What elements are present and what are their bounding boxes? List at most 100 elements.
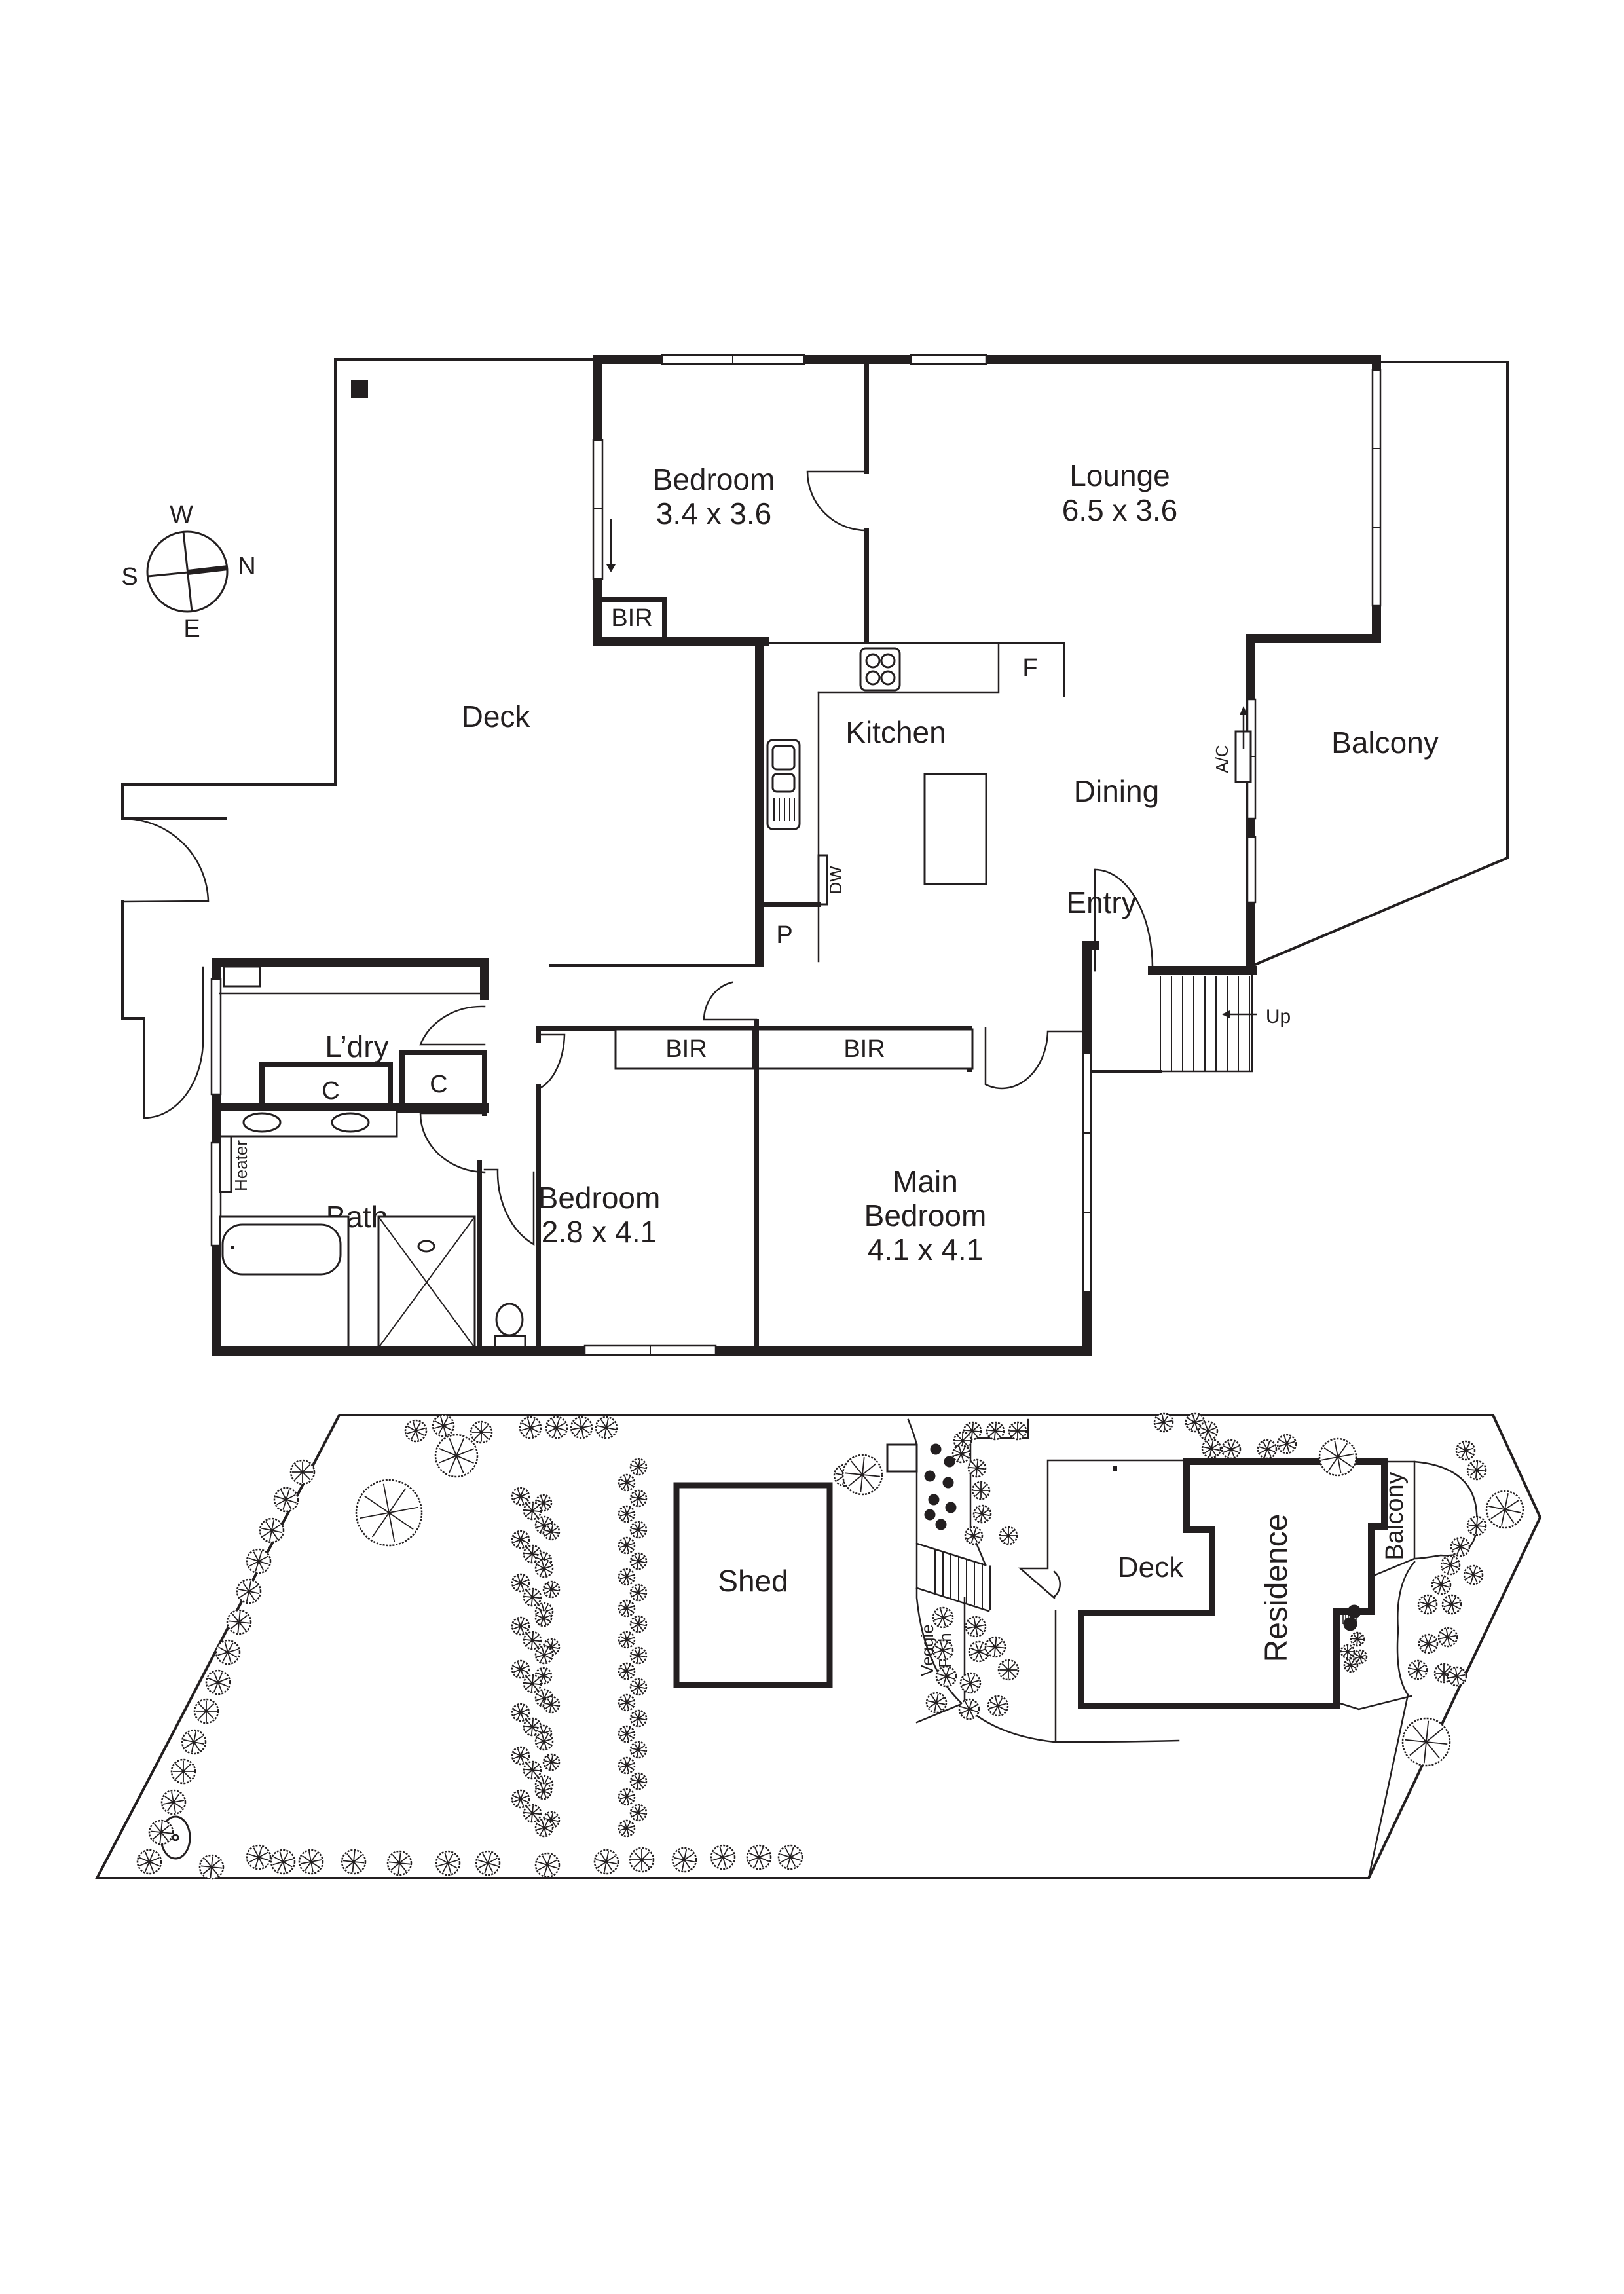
deck-to-house-edge (549, 640, 761, 967)
toilet (495, 1303, 524, 1337)
tree-icon (1431, 1574, 1452, 1595)
sink-drainer (773, 798, 795, 821)
stair-path-bottom (915, 1587, 990, 1612)
kitchen-bench-top (817, 642, 1000, 694)
tree-icon (1340, 1644, 1356, 1659)
stairs-up-indicator: Up (1222, 1006, 1291, 1027)
balcony-outline (1250, 361, 1509, 968)
tree-icon (534, 1559, 554, 1578)
hall-door-swing (703, 981, 758, 1021)
tree-icon (1343, 1657, 1359, 1673)
tree-icon (1008, 1421, 1027, 1441)
tree-icon (160, 1789, 187, 1815)
dining-label: Dining (1074, 774, 1159, 808)
deck-outline (121, 358, 599, 820)
burner (865, 653, 881, 669)
main-bedroom-label-2: Bedroom (864, 1198, 987, 1232)
tree-icon (542, 1695, 561, 1714)
tree-icon (534, 1731, 554, 1751)
tree-icon (618, 1725, 636, 1743)
tree-icon (629, 1552, 648, 1570)
shed (673, 1482, 833, 1688)
tree-icon (1441, 1594, 1462, 1615)
shower-diagonal (378, 1216, 475, 1348)
shrub-icon (924, 1509, 936, 1521)
tree-icon (1450, 1536, 1471, 1557)
tree-icon (997, 1659, 1020, 1681)
cupboard-1-label: C (322, 1077, 339, 1105)
tree-icon (523, 1674, 542, 1693)
compass-south-label: S (121, 563, 138, 591)
tree-icon (1153, 1412, 1174, 1433)
tree-icon (534, 1609, 553, 1627)
sink-bowl (771, 773, 796, 793)
compass-west-label: W (170, 501, 193, 528)
stair-treads (1160, 976, 1250, 1071)
laundry-window (210, 978, 222, 1096)
tree-icon (746, 1844, 772, 1870)
deck-post-marker (351, 380, 368, 398)
lounge-label: Lounge (1069, 458, 1170, 492)
compass-east-label: E (183, 615, 200, 642)
site-deck-post (1113, 1466, 1117, 1471)
bir-bedroom-2 (614, 1028, 754, 1070)
shrub-icon (942, 1477, 954, 1489)
tree-icon (434, 1434, 479, 1478)
tree-icon (181, 1729, 207, 1755)
tree-icon (246, 1548, 272, 1574)
shrub-icon (1343, 1617, 1357, 1631)
tree-icon (432, 1414, 455, 1437)
shrub-icon (945, 1502, 957, 1513)
laundry-tub (223, 965, 261, 988)
tree-icon (519, 1416, 542, 1439)
bir-top-label: BIR (611, 604, 652, 632)
lounge-east-window (1371, 369, 1382, 607)
heater-label: Heater (231, 1140, 251, 1191)
tree-icon (1407, 1659, 1428, 1680)
tree-icon (629, 1804, 648, 1822)
cupboard-1-walls (259, 1062, 393, 1108)
bathtub-basin (221, 1223, 342, 1276)
tree-icon (298, 1849, 324, 1875)
compass-north-needle (187, 565, 229, 575)
tree-icon (618, 1599, 636, 1618)
deck-step-door-swing (143, 966, 204, 1119)
tree-icon (999, 1526, 1018, 1545)
tree-icon (523, 1631, 542, 1650)
tree-icon (710, 1844, 736, 1870)
tree-icon (618, 1473, 636, 1492)
tree-icon (136, 1849, 162, 1875)
property-boundary (94, 1414, 1542, 1879)
tree-icon (1466, 1460, 1487, 1481)
tree-icon (511, 1616, 530, 1636)
bir-main-bedroom (755, 1028, 974, 1070)
burner (880, 653, 896, 669)
bedroom-2-door-swing (537, 1033, 566, 1090)
tree-icon (511, 1703, 530, 1722)
bir-bedroom-2-label: BIR (665, 1035, 707, 1063)
tree-icon (534, 1818, 554, 1838)
basin (331, 1112, 370, 1133)
tree-icon (534, 1782, 553, 1800)
tree-icon (618, 1505, 636, 1523)
tree-icon (1440, 1555, 1461, 1576)
tree-icon (618, 1788, 636, 1806)
tree-icon (270, 1849, 296, 1875)
tree-icon (1276, 1434, 1297, 1454)
deck-door-swing (121, 817, 210, 903)
tree-icon (629, 1458, 648, 1476)
aircon-label: A/C (1212, 745, 1232, 773)
laundry-north-wall (212, 958, 489, 1000)
shrub-icon (944, 1456, 955, 1468)
tree-icon (542, 1523, 561, 1541)
tree-icon (386, 1850, 413, 1876)
tree-icon (1352, 1649, 1368, 1665)
tree-icon (198, 1854, 225, 1880)
bath-door-swing (419, 1112, 486, 1174)
bathtub-drain (231, 1246, 234, 1249)
shower-drain (417, 1240, 435, 1253)
tree-icon (1185, 1412, 1206, 1433)
dishwasher-icon (817, 854, 828, 906)
tree-icon (629, 1615, 648, 1633)
tree-icon (1318, 1437, 1357, 1477)
